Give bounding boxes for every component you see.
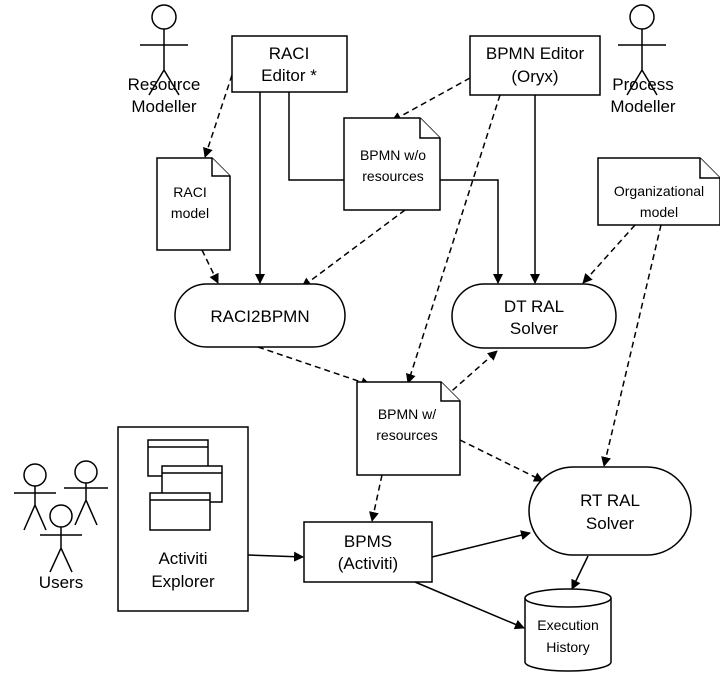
svg-text:BPMN Editor(Oryx): BPMN Editor(Oryx) — [486, 44, 585, 86]
resource-modeller-actor — [140, 4, 188, 96]
process-modeller-actor — [618, 4, 666, 96]
edge-bpmn-wo-to-raci2bpmn — [301, 209, 406, 288]
user-actor-left — [14, 463, 56, 531]
edge-raci-model-to-raci2bpmn — [201, 249, 219, 284]
svg-text:BPMS(Activiti): BPMS(Activiti) — [338, 532, 398, 573]
edge-bpmn-w-to-dt-ral — [444, 350, 498, 398]
edge-bpmn-w-to-bpms — [369, 474, 383, 522]
edge-bpmn-editor-to-bpmn-w — [405, 94, 501, 384]
bpmn-editor-node: BPMN Editor(Oryx) — [469, 35, 601, 96]
edge-bpmn-w-to-rt-ral — [459, 439, 544, 482]
raci2bpmn-node: RACI2BPMN — [174, 283, 346, 348]
edge-org-model-to-rt-ral — [601, 224, 662, 467]
edge-bpms-to-rt-ral — [431, 530, 531, 558]
edge-bpms-to-execution-history — [414, 581, 525, 630]
user-actor-front — [40, 504, 82, 573]
edge-rt-ral-to-execution-history — [571, 555, 589, 590]
svg-text:BPMN w/resources: BPMN w/resources — [376, 406, 437, 443]
edge-raci2bpmn-to-bpmn-w — [257, 346, 371, 387]
users-label: Users — [39, 573, 83, 592]
edge-org-model-to-dt-ral — [582, 224, 636, 284]
bpms-node: BPMS(Activiti) — [303, 521, 433, 583]
user-actor-right — [64, 460, 108, 526]
edge-raci-editor-to-raci-model — [203, 74, 233, 158]
bpmn-w-resources-document: BPMN w/resources — [356, 381, 461, 476]
svg-text:RACI2BPMN: RACI2BPMN — [210, 307, 309, 326]
edge-bpmn-editor-to-bpmn-wo — [391, 77, 471, 122]
edge-activiti-explorer-to-bpms — [247, 551, 304, 562]
window-stack-icon — [147, 439, 223, 531]
